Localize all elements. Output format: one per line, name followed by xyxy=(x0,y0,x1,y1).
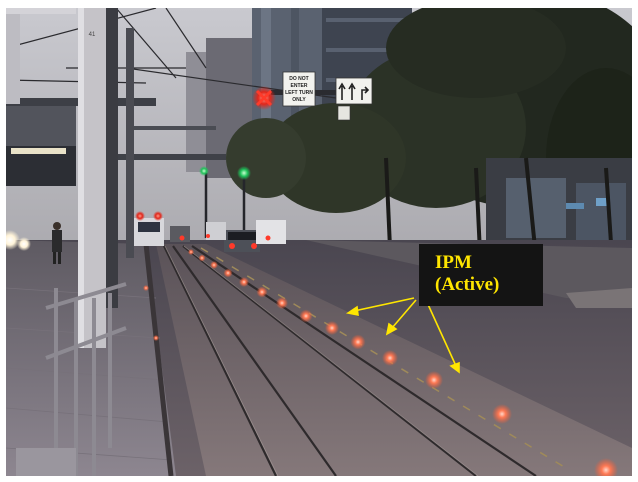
station-platform xyxy=(6,240,176,476)
pole-label: 41 xyxy=(89,32,96,38)
green-signal xyxy=(237,166,251,180)
ipm-callout-label: IPM (Active) xyxy=(419,244,543,306)
green-signal-2 xyxy=(199,166,209,176)
red-x-signal-icon xyxy=(255,89,273,107)
vehicle-lights xyxy=(6,211,271,251)
callout-line-1: IPM xyxy=(435,252,472,273)
svg-text:DO NOT: DO NOT xyxy=(289,76,308,82)
curb-right xyxy=(566,288,632,308)
callout-arrows xyxy=(345,297,460,374)
street-scene: DO NOT ENTER LEFT TURN ONLY xyxy=(6,8,632,476)
do-not-enter-sign: DO NOT ENTER LEFT TURN ONLY xyxy=(282,71,316,107)
platform-edge xyxy=(143,243,174,476)
railing-base xyxy=(16,448,76,476)
in-pavement-markers xyxy=(143,249,618,476)
rails xyxy=(163,245,537,476)
pedestrian xyxy=(52,222,62,264)
callout-line-2: (Active) xyxy=(435,274,500,295)
signal-mast-arm xyxy=(271,90,371,95)
svg-text:ONLY: ONLY xyxy=(292,97,306,103)
station-columns xyxy=(6,8,134,348)
svg-text:ENTER: ENTER xyxy=(291,83,308,89)
lane-arrows-icon xyxy=(335,77,373,105)
svg-text:LEFT TURN: LEFT TURN xyxy=(285,90,313,96)
platform-railing xyxy=(45,282,127,476)
street-photo: DO NOT ENTER LEFT TURN ONLY xyxy=(6,8,632,476)
small-sign xyxy=(337,105,351,121)
